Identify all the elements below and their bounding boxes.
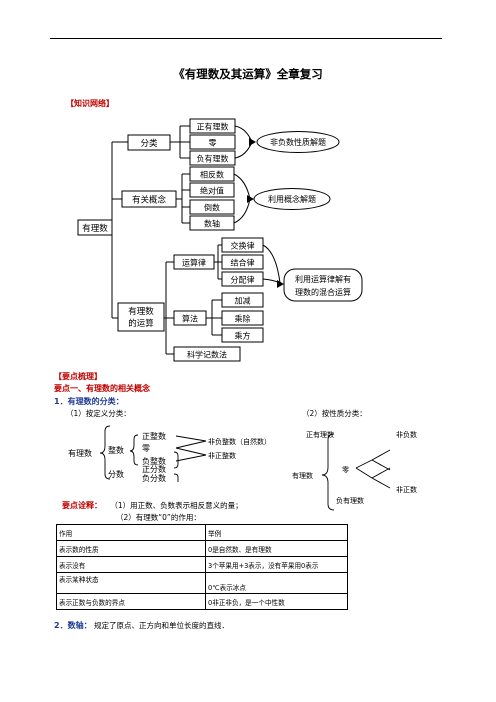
def-nonpositive-integer: 非正整数: [208, 451, 236, 460]
table-cell: 0℃表示冰点: [205, 572, 348, 594]
def-positive-integer: 正整数: [142, 431, 166, 441]
section-key-points: 【要点梳理】: [54, 372, 102, 381]
node-power: [221, 327, 264, 343]
node-add-sub-label: 加减: [235, 296, 251, 306]
target-concepts: [253, 188, 331, 210]
item2-row: 2．数轴： 规定了原点、正方向和单位长度的直线．: [54, 620, 229, 631]
node-classification-label: 分类: [140, 138, 158, 149]
item1-label: 1．有理数的分类：: [54, 397, 124, 406]
node-commutative: [221, 237, 264, 253]
node-scientific-notation: [173, 346, 241, 362]
node-root: [77, 219, 113, 236]
node-classification: [127, 134, 171, 151]
table-header-example: 举例: [205, 524, 348, 541]
node-laws-label: 运算律: [182, 258, 206, 268]
table-row: 表示某种状态 0℃表示冰点: [56, 572, 348, 594]
def-root: 有理数: [68, 448, 92, 458]
note-1: （1）用正数、负数表示相反意义的量；: [110, 501, 243, 510]
node-add-sub: [221, 292, 264, 308]
table-cell: 0非正非负，是一个中性数: [205, 593, 348, 610]
prop-positive-rational: 正有理数: [306, 430, 334, 439]
table-cell: 表示没有: [56, 556, 206, 573]
prop-nonnegative: 非负数: [396, 430, 417, 439]
node-positive-rational: [189, 118, 236, 134]
prop-nonpositive: 非正数: [396, 485, 417, 494]
node-associative-label: 结合律: [231, 258, 255, 268]
node-scientific-notation-label: 科学记数法: [187, 350, 227, 360]
node-operations-line2: 的运算: [128, 318, 154, 329]
item2-text: 规定了原点、正方向和单位长度的直线．: [93, 621, 229, 630]
node-positive-rational-label: 正有理数: [197, 122, 229, 132]
def-negative-fraction: 负分数: [142, 473, 166, 482]
node-number-line: [189, 215, 235, 231]
def-integer: 整数: [108, 445, 124, 455]
table-cell: 0是自然数、是有理数: [205, 540, 348, 557]
def-negative-integer: 负整数: [142, 456, 166, 466]
note-label: 要点诠释：: [62, 501, 102, 510]
node-operations-line1: 有理数: [128, 306, 154, 317]
target-nonnegative: [256, 131, 340, 153]
def-nonnegative-integer: 非负整数（自然数）: [208, 437, 271, 446]
node-opposite-label: 相反数: [200, 170, 224, 180]
target-mixed-operations-line1: 利用运算律解有: [295, 274, 351, 284]
def-positive-fraction: 正分数: [142, 464, 166, 474]
def-zero: 零: [142, 444, 150, 453]
table-row: 表示正数与负数的界点 0非正非负，是一个中性数: [56, 593, 348, 610]
node-concepts-label: 有关概念: [132, 195, 167, 206]
property-tree: 正有理数 有理数 零 负有理数 非负数 非正数: [292, 430, 417, 511]
node-mul-div-label: 乘除: [235, 314, 251, 324]
table-cell: 表示正数与负数的界点: [56, 593, 206, 610]
prop-zero: 零: [342, 466, 349, 474]
table-row: 表示没有 3个苹果用+3表示，没有苹果用0表示: [56, 556, 348, 573]
zero-roles-table: 作用 举例 表示数的性质 0是自然数、是有理数 表示没有 3个苹果用+3表示，没…: [56, 524, 348, 610]
target-mixed-operations-line2: 理数的混合运算: [295, 287, 351, 297]
page-title: 《有理数及其运算》全章复习: [173, 67, 323, 81]
note-2: （2）有理数“0”的作用：: [116, 513, 201, 522]
target-mixed-operations: [283, 268, 363, 302]
table-cell: 3个苹果用+3表示，没有苹果用0表示: [205, 556, 348, 573]
node-commutative-label: 交换律: [231, 241, 255, 251]
node-zero-label: 零: [209, 139, 217, 148]
node-opposite: [189, 166, 235, 182]
node-operations: [117, 302, 165, 332]
node-distributive: [221, 271, 264, 287]
header-rule: [50, 38, 442, 39]
prop-negative-rational: 负有理数: [336, 496, 364, 505]
node-laws: [173, 254, 215, 270]
table-row: 表示数的性质 0是自然数、是有理数: [56, 540, 348, 557]
def-fraction: 分数: [108, 469, 124, 479]
item2-label: 2．数轴：: [54, 621, 92, 630]
node-distributive-label: 分配律: [231, 275, 255, 285]
knowledge-network-diagram: 有理数 分类 正有理数 零 负有理数 非负数性质解题 有关概念 相反数 绝对值 …: [77, 118, 363, 362]
point1-heading: 要点一、有理数的相关概念: [54, 384, 150, 393]
table-cell: 表示数的性质: [56, 540, 206, 557]
node-absolute: [189, 182, 235, 198]
node-algorithms: [173, 310, 207, 326]
table-header-row: 作用 举例: [56, 524, 348, 541]
note-block: 要点诠释： （1）用正数、负数表示相反意义的量；: [62, 500, 243, 511]
node-negative-rational-label: 负有理数: [197, 154, 229, 164]
definition-tree: 有理数 整数 分数 正整数 零 负整数 正分数 负分数 非负整数（自然数） 非正…: [68, 425, 271, 482]
prop-classification-label: （2）按性质分类：: [302, 409, 367, 418]
node-mul-div: [221, 310, 264, 326]
node-reciprocal: [189, 199, 235, 215]
node-root-label: 有理数: [82, 223, 108, 234]
node-negative-rational: [189, 150, 236, 166]
section-knowledge-network: 【知识网络】: [66, 99, 114, 108]
node-associative: [221, 254, 264, 270]
node-number-line-label: 数轴: [204, 219, 220, 229]
node-power-label: 乘方: [235, 331, 251, 341]
node-reciprocal-label: 倒数: [204, 203, 220, 213]
node-concepts: [121, 190, 177, 208]
target-concepts-label: 利用概念解题: [268, 194, 316, 204]
node-algorithms-label: 算法: [182, 314, 198, 324]
node-zero: [189, 134, 236, 150]
target-nonnegative-label: 非负数性质解题: [270, 137, 326, 147]
table-header-role: 作用: [56, 524, 206, 541]
prop-root: 有理数: [292, 471, 313, 480]
table-cell: 表示某种状态: [56, 572, 206, 594]
node-absolute-label: 绝对值: [200, 186, 224, 196]
def-classification-label: （1）按定义分类：: [66, 409, 131, 418]
